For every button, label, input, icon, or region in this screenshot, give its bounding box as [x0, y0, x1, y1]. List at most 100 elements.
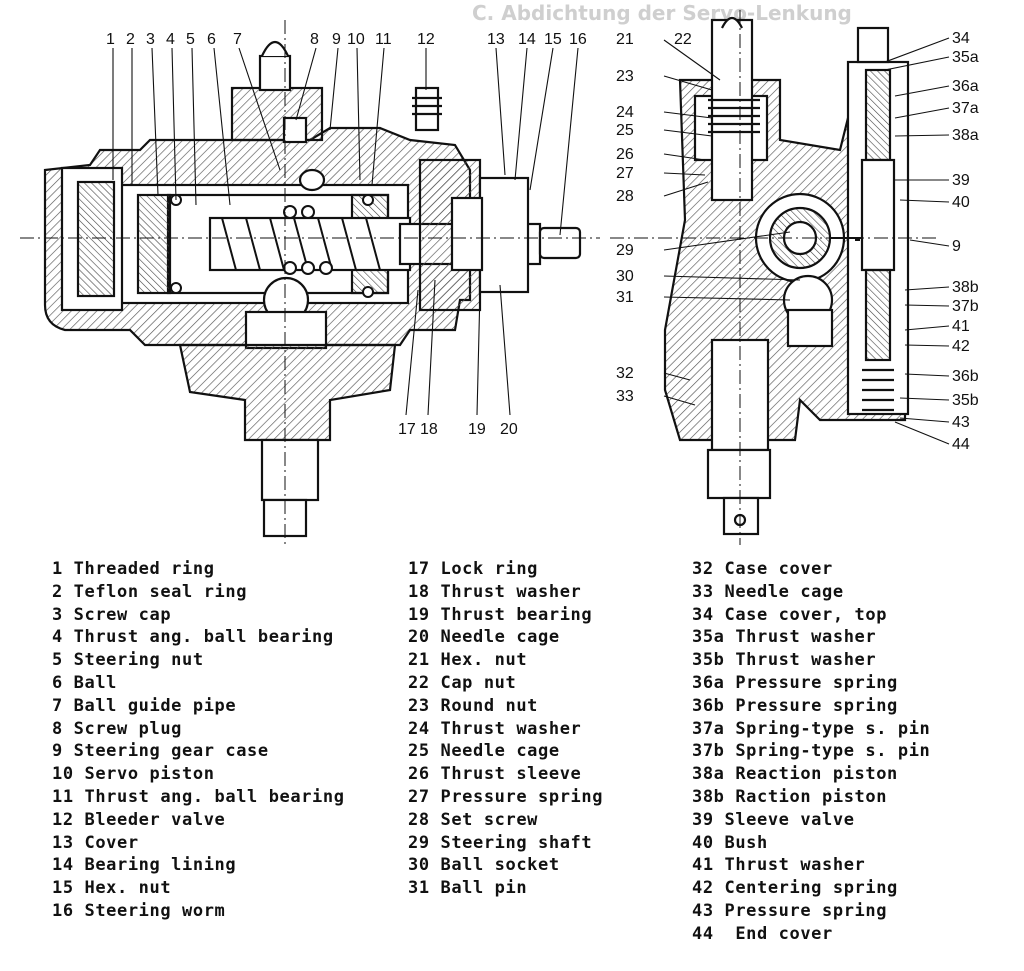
- callout-26: 26: [616, 146, 634, 163]
- callout-35a: 35a: [952, 49, 979, 66]
- callout-17: 17: [398, 421, 416, 438]
- legend-item: 16 Steering worm: [52, 900, 226, 921]
- callout-34: 34: [952, 30, 970, 47]
- bleeder-valve-part: [414, 86, 440, 132]
- parts-legend-column-1: 1 Threaded ring 2 Teflon seal ring 3 Scr…: [52, 558, 345, 923]
- legend-item: 38a Reaction piston: [692, 764, 898, 785]
- callout-leader-lines: [112, 37, 950, 445]
- legend-item: 9 Steering gear case: [52, 741, 269, 762]
- callout-39: 39: [952, 172, 970, 189]
- legend-item: 5 Steering nut: [52, 650, 204, 671]
- callout-8: 8: [310, 31, 319, 48]
- callout-5: 5: [186, 31, 195, 48]
- callout-43: 43: [952, 414, 970, 431]
- longitudinal-section-view: [20, 20, 600, 545]
- legend-item: 21 Hex. nut: [408, 650, 528, 671]
- legend-item: 42 Centering spring: [692, 878, 898, 899]
- legend-item: 26 Thrust sleeve: [408, 764, 582, 785]
- callout-labels: 1 2 3 4 5 6 7 8 9 10 11 12 13 14 15 16 1…: [106, 30, 979, 453]
- callout-2: 2: [126, 31, 135, 48]
- callout-13: 13: [487, 31, 505, 48]
- callout-9: 9: [332, 31, 341, 48]
- callout-35b: 35b: [952, 392, 979, 409]
- callout-4: 4: [166, 31, 175, 48]
- callout-20: 20: [500, 421, 518, 438]
- ball-row: [170, 194, 374, 298]
- legend-item: 35b Thrust washer: [692, 650, 877, 671]
- legend-item: 37b Spring-type s. pin: [692, 741, 931, 762]
- legend-item: 31 Ball pin: [408, 878, 528, 899]
- callout-12: 12: [417, 31, 435, 48]
- legend-item: 39 Sleeve valve: [692, 809, 855, 830]
- legend-item: 36a Pressure spring: [692, 672, 898, 693]
- legend-item: 29 Steering shaft: [408, 832, 593, 853]
- legend-item: 1 Threaded ring: [52, 559, 215, 579]
- callout-25: 25: [616, 122, 634, 139]
- legend-item: 10 Servo piston: [52, 764, 215, 785]
- callout-14: 14: [518, 31, 536, 48]
- legend-item: 30 Ball socket: [408, 855, 560, 876]
- legend-item: 22 Cap nut: [408, 672, 517, 693]
- callout-30: 30: [616, 268, 634, 285]
- legend-item: 18 Thrust washer: [408, 581, 582, 602]
- legend-item: 27 Pressure spring: [408, 786, 604, 807]
- callout-32: 32: [616, 365, 634, 382]
- callout-7: 7: [233, 31, 242, 48]
- legend-item: 37a Spring-type s. pin: [692, 718, 931, 739]
- legend-item: 36b Pressure spring: [692, 695, 898, 716]
- legend-item: 40 Bush: [692, 832, 768, 853]
- callout-31: 31: [616, 289, 634, 306]
- legend-item: 35a Thrust washer: [692, 627, 877, 648]
- legend-item: 19 Thrust bearing: [408, 604, 593, 625]
- legend-item: 7 Ball guide pipe: [52, 695, 237, 716]
- transverse-section-view: [610, 10, 940, 545]
- callout-9-right: 9: [952, 238, 961, 255]
- legend-item: 34 Case cover, top: [692, 604, 888, 625]
- callout-6: 6: [207, 31, 216, 48]
- callout-22: 22: [674, 31, 692, 48]
- callout-41: 41: [952, 318, 970, 335]
- legend-item: 33 Needle cage: [692, 581, 844, 602]
- legend-item: 13 Cover: [52, 832, 139, 853]
- legend-item: 3 Screw cap: [52, 604, 172, 625]
- callout-21: 21: [616, 31, 634, 48]
- legend-item: 44 End cover: [692, 923, 833, 944]
- legend-item: 17 Lock ring: [408, 559, 539, 579]
- legend-item: 8 Screw plug: [52, 718, 183, 739]
- callout-36b: 36b: [952, 368, 979, 385]
- callout-36a: 36a: [952, 78, 979, 95]
- callout-38b: 38b: [952, 279, 979, 296]
- legend-item: 43 Pressure spring: [692, 900, 888, 921]
- legend-item: 12 Bleeder valve: [52, 809, 226, 830]
- legend-item: 11 Thrust ang. ball bearing: [52, 786, 345, 807]
- legend-item: 6 Ball: [52, 672, 118, 693]
- ball-guide-pipe-part: [298, 168, 326, 192]
- legend-item: 15 Hex. nut: [52, 878, 172, 899]
- legend-item: 28 Set screw: [408, 809, 539, 830]
- callout-28: 28: [616, 188, 634, 205]
- callout-33: 33: [616, 388, 634, 405]
- legend-item: 41 Thrust washer: [692, 855, 866, 876]
- callout-29: 29: [616, 242, 634, 259]
- callout-40: 40: [952, 194, 970, 211]
- callout-37b: 37b: [952, 298, 979, 315]
- callout-10: 10: [347, 31, 365, 48]
- callout-44: 44: [952, 436, 970, 453]
- output-shaft-part: [178, 343, 397, 442]
- callout-3: 3: [146, 31, 155, 48]
- callout-15: 15: [544, 31, 562, 48]
- callout-27: 27: [616, 165, 634, 182]
- legend-item: 2 Teflon seal ring: [52, 581, 248, 602]
- legend-item: 23 Round nut: [408, 695, 539, 716]
- callout-42: 42: [952, 338, 970, 355]
- callout-24: 24: [616, 104, 634, 121]
- legend-item: 38b Raction piston: [692, 786, 888, 807]
- parts-legend-column-3: 32 Case cover 33 Needle cage 34 Case cov…: [692, 558, 930, 946]
- callout-37a: 37a: [952, 100, 979, 117]
- ghost-heading: C. Abdichtung der Servo-Lenkung: [472, 1, 852, 25]
- legend-item: 4 Thrust ang. ball bearing: [52, 627, 334, 648]
- callout-1: 1: [106, 31, 115, 48]
- legend-item: 24 Thrust washer: [408, 718, 582, 739]
- legend-item: 20 Needle cage: [408, 627, 560, 648]
- legend-item: 14 Bearing lining: [52, 855, 237, 876]
